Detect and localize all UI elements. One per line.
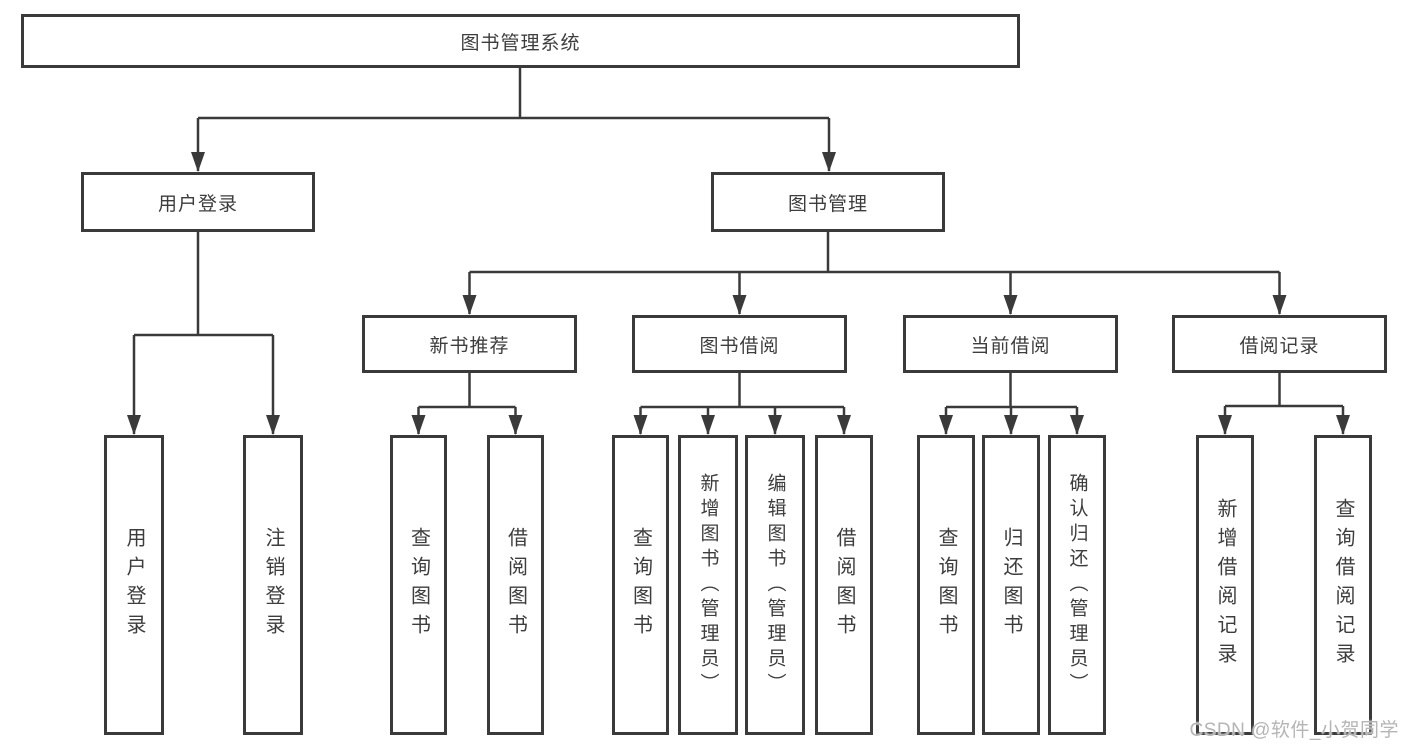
node-label: 图书管理 xyxy=(787,193,868,215)
node-label: 借阅图书 xyxy=(504,527,527,643)
leaf-confirm-return-admin: 确认归还（管理员） xyxy=(1048,435,1106,735)
leaf-query-books-borrow: 查询图书 xyxy=(612,435,669,735)
node-user-login: 用户登录 xyxy=(81,172,315,232)
leaf-edit-book-admin: 编辑图书（管理员） xyxy=(745,435,805,735)
node-label: 查询图书 xyxy=(935,527,957,643)
leaf-add-borrow-record: 新增借阅记录 xyxy=(1196,435,1254,735)
leaf-borrow-books-recommend: 借阅图书 xyxy=(487,435,544,735)
node-label: 归还图书 xyxy=(1000,527,1022,643)
node-label: 查询借阅记录 xyxy=(1332,498,1354,672)
node-borrow-records: 借阅记录 xyxy=(1172,315,1387,373)
node-label: 用户登录 xyxy=(157,193,238,215)
node-label: 借阅图书 xyxy=(833,527,855,643)
node-label: 用户登录 xyxy=(123,527,145,643)
node-label: 新书推荐 xyxy=(429,335,510,357)
node-label: 编辑图书（管理员） xyxy=(764,472,786,698)
node-book-management: 图书管理 xyxy=(711,172,945,232)
node-label: 注销登录 xyxy=(262,527,284,643)
node-label: 当前借阅 xyxy=(970,335,1051,357)
node-label: 确认归还（管理员） xyxy=(1066,472,1088,698)
node-label: 查询图书 xyxy=(629,527,652,643)
leaf-query-books-recommend: 查询图书 xyxy=(390,435,447,735)
node-book-management-system: 图书管理系统 xyxy=(21,14,1020,68)
node-label: 借阅记录 xyxy=(1239,335,1320,357)
node-label: 新增图书（管理员） xyxy=(697,472,719,698)
node-new-book-recommend: 新书推荐 xyxy=(362,315,577,373)
leaf-user-login: 用户登录 xyxy=(104,435,164,735)
node-label: 图书借阅 xyxy=(699,335,780,357)
leaf-query-books-current: 查询图书 xyxy=(917,435,975,735)
leaf-add-book-admin: 新增图书（管理员） xyxy=(678,435,738,735)
leaf-borrow-books: 借阅图书 xyxy=(815,435,873,735)
node-label: 新增借阅记录 xyxy=(1214,498,1236,672)
csdn-watermark: CSDN @软件_小贺同学 xyxy=(1189,720,1399,741)
leaf-logout: 注销登录 xyxy=(243,435,303,735)
leaf-query-borrow-record: 查询借阅记录 xyxy=(1314,435,1372,735)
node-book-borrow: 图书借阅 xyxy=(632,315,847,373)
leaf-return-books: 归还图书 xyxy=(982,435,1040,735)
node-current-borrow: 当前借阅 xyxy=(903,315,1118,373)
node-label: 图书管理系统 xyxy=(460,32,581,54)
node-label: 查询图书 xyxy=(407,527,430,643)
